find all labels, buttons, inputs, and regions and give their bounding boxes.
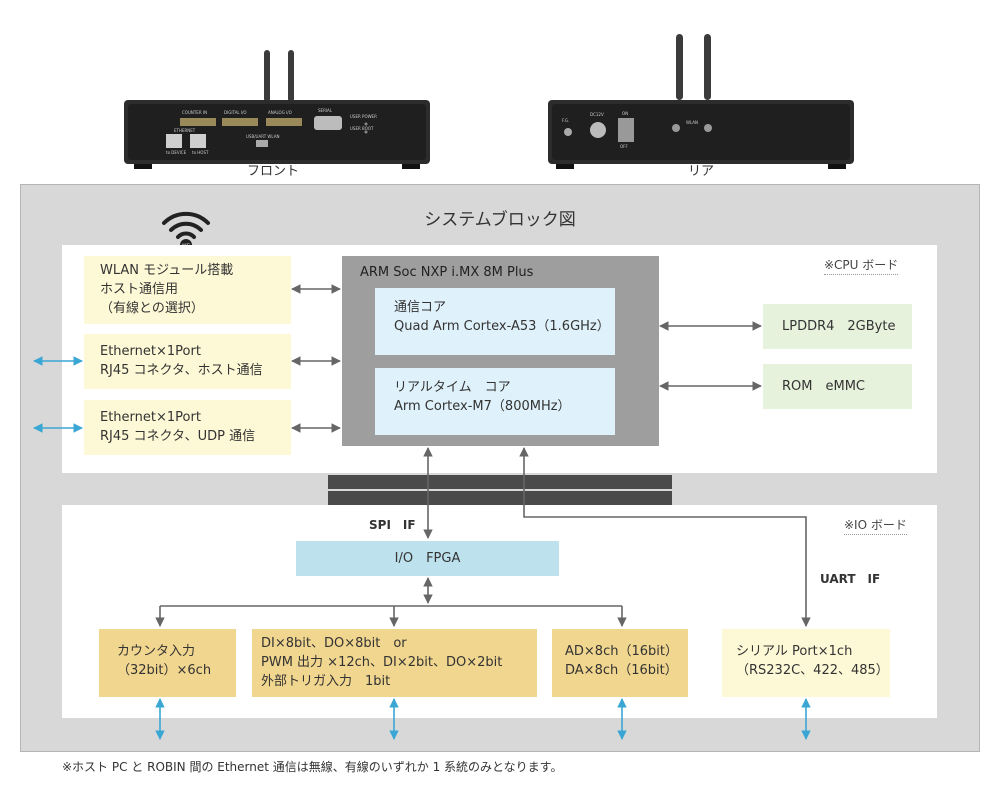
front-label-to-device: to DEVICE — [166, 150, 187, 155]
counter-input-block: カウンタ入力 （32bit）×6ch — [99, 629, 236, 697]
uart-if-label: UART IF — [820, 572, 881, 586]
rom-emmc-block: ROM eMMC — [763, 364, 912, 409]
front-label-ethernet: ETHERNET — [174, 128, 196, 133]
wlan-line-2: ホスト通信用 — [100, 282, 179, 297]
board-connector-bar-lower — [328, 491, 672, 505]
core-a53-line-1: 通信コア — [394, 300, 447, 315]
counter-line-1: カウンタ入力 — [117, 644, 196, 659]
eth1-line-1: Ethernet×1Port — [100, 344, 201, 359]
core-m7-line-2: Arm Cortex-M7（800MHz） — [394, 399, 571, 414]
counter-line-2: （32bit）×6ch — [117, 663, 212, 678]
eth1-line-2: RJ45 コネクタ、ホスト通信 — [100, 363, 263, 378]
front-label-counter-in: COUNTER IN — [182, 110, 207, 115]
ethernet-udp-block: Ethernet×1Port RJ45 コネクタ、UDP 通信 — [84, 400, 291, 455]
wlan-module-block: WLAN モジュール搭載 ホスト通信用 （有線との選択） — [84, 256, 291, 324]
rear-label-fg: F.G. — [562, 118, 569, 123]
rear-photo: F.G. DC12V ON OFF WLAN — [542, 30, 860, 170]
lpddr4-block: LPDDR4 2GByte — [763, 304, 912, 349]
front-label-user-power: USER POWER — [350, 114, 377, 119]
dio-line-2: PWM 出力 ×12ch、DI×2bit、DO×2bit — [261, 655, 503, 670]
io-fpga-block: I/O FPGA — [296, 541, 559, 576]
rear-label-wlan: WLAN — [686, 120, 698, 125]
serial-line-1: シリアル Port×1ch — [736, 644, 853, 659]
soc-title: ARM Soc NXP i.MX 8M Plus — [360, 265, 534, 280]
front-label-digital-io: DIGITAL I/O — [224, 110, 247, 115]
cpu-board-label: ※CPU ボード — [824, 256, 899, 275]
front-label-analog-io: ANALOG I/O — [268, 110, 292, 115]
serial-line-2: （RS232C、422、485） — [736, 663, 889, 678]
rear-label-dc12v: DC12V — [590, 112, 604, 117]
front-label-usb-uart-wlan: USB/UART WLAN — [246, 134, 279, 139]
ethernet-host-block: Ethernet×1Port RJ45 コネクタ、ホスト通信 — [84, 334, 291, 389]
dio-line-3: 外部トリガ入力 1bit — [261, 674, 391, 689]
front-label-to-host: to HOST — [192, 150, 209, 155]
dio-line-1: DI×8bit、DO×8bit or — [261, 636, 407, 651]
io-board-label: ※IO ボード — [844, 516, 907, 535]
front-label-user-boot: USER BOOT — [350, 126, 374, 131]
eth2-line-2: RJ45 コネクタ、UDP 通信 — [100, 429, 256, 444]
front-label-serial: SERIAL — [318, 108, 333, 113]
serial-port-block: シリアル Port×1ch （RS232C、422、485） — [722, 629, 890, 697]
analog-io-block: AD×8ch（16bit） DA×8ch（16bit） — [552, 629, 688, 697]
front-caption: フロント — [246, 164, 299, 179]
rear-label-off: OFF — [620, 144, 628, 149]
diagram-title: システムブロック図 — [424, 210, 576, 230]
eth2-line-1: Ethernet×1Port — [100, 410, 201, 425]
spi-if-label: SPI IF — [369, 518, 416, 532]
digital-io-block: DI×8bit、DO×8bit or PWM 出力 ×12ch、DI×2bit、… — [252, 629, 537, 697]
core-m7-line-1: リアルタイム コア — [394, 380, 511, 395]
wlan-line-3: （有線との選択） — [100, 301, 204, 316]
adda-line-1: AD×8ch（16bit） — [565, 644, 678, 659]
rear-caption: リア — [687, 164, 714, 179]
adda-line-2: DA×8ch（16bit） — [565, 663, 678, 678]
footnote: ※ホスト PC と ROBIN 間の Ethernet 通信は無線、有線のいずれ… — [62, 760, 563, 774]
core-a53-line-2: Quad Arm Cortex-A53（1.6GHz） — [394, 319, 610, 334]
front-photo: COUNTER IN DIGITAL I/O ANALOG I/O SERIAL… — [118, 48, 434, 170]
core-m7: リアルタイム コア Arm Cortex-M7（800MHz） — [375, 368, 615, 435]
board-connector-bar-upper — [328, 475, 672, 489]
wlan-line-1: WLAN モジュール搭載 — [100, 263, 234, 278]
core-a53: 通信コア Quad Arm Cortex-A53（1.6GHz） — [375, 288, 615, 355]
rear-label-on: ON — [622, 111, 628, 116]
